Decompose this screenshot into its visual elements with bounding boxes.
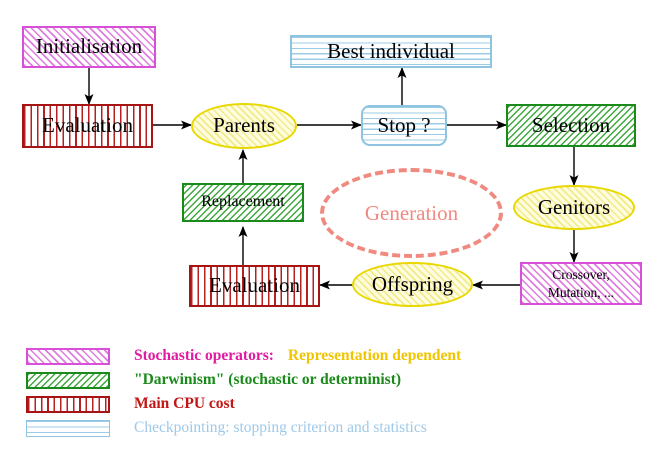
node-best-individual[interactable]: Best individual xyxy=(290,35,492,68)
legend-row-stochastic-operators: Stochastic operators: Representation depe… xyxy=(26,346,461,366)
node-evaluation-top-label: Evaluation xyxy=(42,113,133,138)
node-offspring-label: Offspring xyxy=(371,271,454,296)
node-parents[interactable]: Parents xyxy=(191,103,297,149)
node-best-individual-label: Best individual xyxy=(327,38,455,63)
node-crossover-mutation-label: Crossover, Mutation, ... xyxy=(547,267,615,300)
legend-text-primary-2: Main CPU cost xyxy=(134,395,235,412)
node-evaluation-bottom[interactable]: Evaluation xyxy=(189,265,320,307)
node-parents-label: Parents xyxy=(213,113,275,138)
node-offspring[interactable]: Offspring xyxy=(352,262,473,307)
legend-text-primary-1: "Darwinism" (stochastic or determinist) xyxy=(134,371,402,388)
legend-label-stochastic-operators: Stochastic operators: Representation depe… xyxy=(134,347,461,365)
legend-swatch-main-cpu-cost xyxy=(26,395,110,413)
legend-label-darwinism: "Darwinism" (stochastic or determinist) xyxy=(134,371,401,389)
node-stop[interactable]: Stop ? xyxy=(361,105,447,146)
node-replacement[interactable]: Replacement xyxy=(182,183,304,222)
legend-swatch-checkpointing xyxy=(26,419,110,437)
legend-swatch-darwinism xyxy=(26,371,110,389)
node-selection-label: Selection xyxy=(531,112,611,137)
legend-row-darwinism: "Darwinism" (stochastic or determinist) xyxy=(26,370,401,390)
node-replacement-label: Replacement xyxy=(201,193,285,211)
legend-text-secondary-0: Representation dependent xyxy=(287,347,462,364)
node-genitors[interactable]: Genitors xyxy=(513,185,635,230)
node-generation-label: Generation xyxy=(364,200,459,225)
legend-label-main-cpu-cost: Main CPU cost xyxy=(134,395,235,413)
node-initialisation[interactable]: Initialisation xyxy=(22,26,156,68)
legend-text-primary-3: Checkpointing: stopping criterion and st… xyxy=(134,419,427,436)
node-selection[interactable]: Selection xyxy=(506,104,636,147)
node-crossover-mutation[interactable]: Crossover, Mutation, ... xyxy=(520,262,642,305)
legend-label-checkpointing: Checkpointing: stopping criterion and st… xyxy=(134,419,427,437)
legend-swatch-stochastic-operators xyxy=(26,347,110,365)
node-initialisation-label: Initialisation xyxy=(35,34,143,59)
legend-row-main-cpu-cost: Main CPU cost xyxy=(26,394,235,414)
node-stop-label: Stop ? xyxy=(377,112,431,137)
node-genitors-label: Genitors xyxy=(537,194,611,219)
legend-row-checkpointing: Checkpointing: stopping criterion and st… xyxy=(26,418,427,438)
node-evaluation-bottom-label: Evaluation xyxy=(209,273,300,298)
node-evaluation-top[interactable]: Evaluation xyxy=(22,104,153,148)
legend-text-primary-0: Stochastic operators: xyxy=(134,347,274,364)
legend: Stochastic operators: Representation depe… xyxy=(0,340,662,450)
node-generation-loop: Generation xyxy=(320,168,503,258)
